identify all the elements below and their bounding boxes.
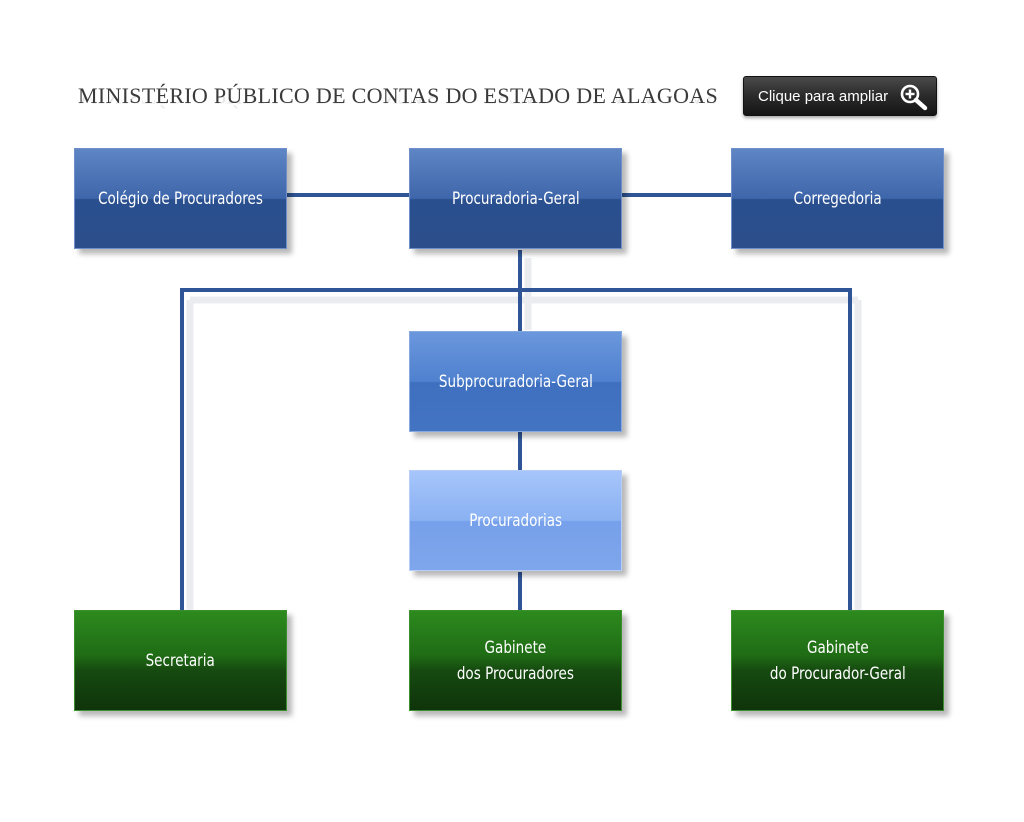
box-procuradorias: Procuradorias bbox=[409, 470, 622, 571]
box-procuradoria-geral: Procuradoria-Geral bbox=[409, 148, 622, 249]
zoom-button[interactable]: Clique para ampliar bbox=[743, 76, 937, 116]
box-corregedoria: Corregedoria bbox=[731, 148, 944, 249]
box-gabinete-dos-procuradores: Gabinete dos Procuradores bbox=[409, 610, 622, 711]
box-colegio-de-procuradores: Colégio de Procuradores bbox=[74, 148, 287, 249]
box-secretaria: Secretaria bbox=[74, 610, 287, 711]
box-subprocuradoria-geral: Subprocuradoria-Geral bbox=[409, 331, 622, 432]
zoom-button-label: Clique para ampliar bbox=[758, 87, 889, 105]
zoom-in-icon bbox=[900, 84, 928, 111]
box-gabinete-do-procurador-geral: Gabinete do Procurador-Geral bbox=[731, 610, 944, 711]
page-title: MINISTÉRIO PÚBLICO DE CONTAS DO ESTADO D… bbox=[78, 83, 719, 108]
